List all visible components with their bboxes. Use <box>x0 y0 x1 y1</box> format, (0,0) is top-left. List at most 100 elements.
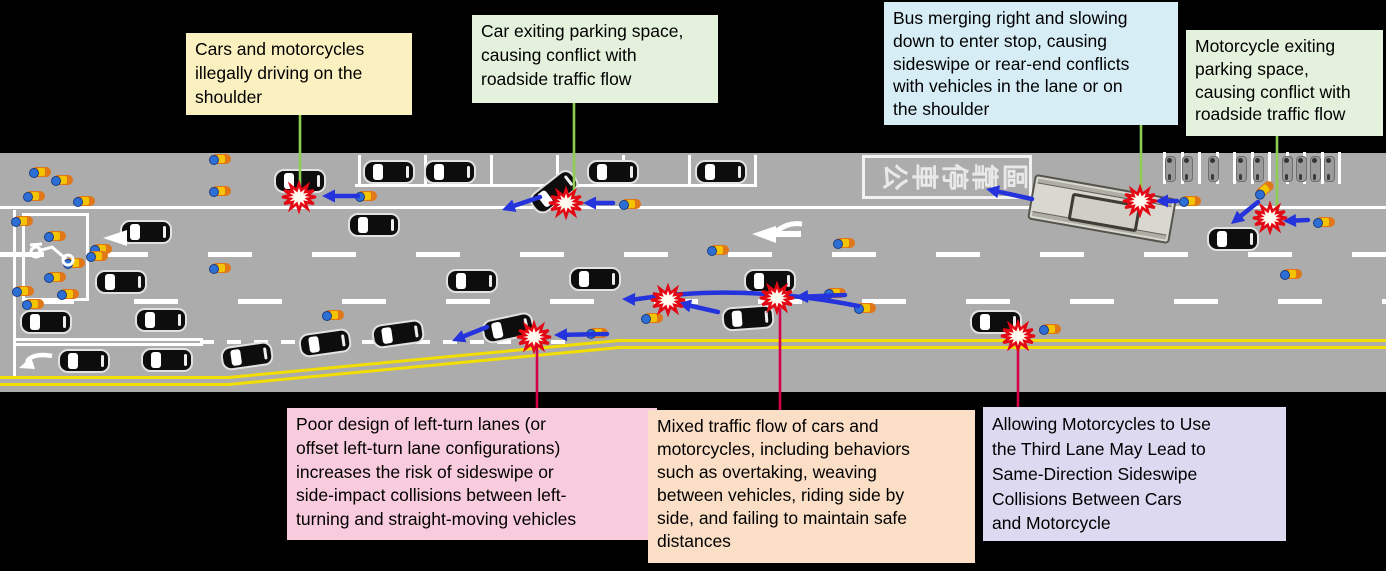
car-windshield <box>230 348 243 367</box>
bus-stop-zone-character: 公 <box>879 163 909 191</box>
car-windshield <box>284 173 294 189</box>
moto-parking-divider <box>1198 152 1201 184</box>
motorcycle-rider-helmet <box>1039 325 1049 335</box>
motorcycle <box>208 185 232 197</box>
parked-motorcycle <box>1309 156 1321 182</box>
car-windshield <box>1217 231 1227 247</box>
car-windshield <box>980 314 990 330</box>
motorcycle-rider-helmet <box>854 304 864 314</box>
car-rear-window <box>138 276 141 288</box>
motorcycle-tank <box>217 187 225 195</box>
car-windshield <box>490 321 504 340</box>
car <box>744 269 796 293</box>
car <box>569 267 621 291</box>
car-windshield <box>358 217 368 233</box>
motorcycle-rider-helmet <box>824 289 834 299</box>
car-rear-window <box>489 275 492 287</box>
motorcycle-tank <box>20 287 28 295</box>
motorcycle <box>354 190 378 202</box>
motorcycle <box>43 230 67 242</box>
car <box>20 310 72 334</box>
car-parking-divider <box>490 155 493 186</box>
motorcycle-rider-helmet <box>707 246 717 256</box>
bus-stop-zone-character: 區 <box>999 163 1029 191</box>
motorcycle-tank <box>65 290 73 298</box>
car-rear-window <box>413 325 419 338</box>
parked-motorcycle-head <box>1311 158 1317 163</box>
parked-motorcycle-wheel <box>1312 174 1316 180</box>
motorcycle-rider-helmet <box>63 259 73 269</box>
motorcycle-rider-helmet <box>1280 270 1290 280</box>
car <box>363 160 415 184</box>
motorcycle <box>72 195 96 207</box>
car-parking-divider <box>688 155 691 186</box>
car-windshield <box>456 273 466 289</box>
motorcycle-rider-helmet <box>619 200 629 210</box>
car-windshield <box>705 164 715 180</box>
motorcycle-tank <box>1187 197 1195 205</box>
motorcycle-tank <box>71 259 79 267</box>
motorcycle-rider-helmet <box>44 232 54 242</box>
car-rear-window <box>340 334 346 347</box>
car-rear-window <box>764 310 769 323</box>
parked-motorcycle-head <box>1166 158 1172 163</box>
parked-motorcycle-wheel <box>1255 174 1259 180</box>
center-line-yellow <box>0 376 230 386</box>
motorcycle-tank <box>37 168 45 176</box>
parked-motorcycle-wheel <box>1210 174 1214 180</box>
car-rear-window <box>63 316 66 328</box>
car-parking-divider <box>754 155 757 186</box>
motorcycle-tank <box>30 300 38 308</box>
car-rear-window <box>317 175 320 187</box>
motorcycle-rider-helmet <box>586 329 596 339</box>
motorcycle <box>56 288 80 300</box>
car-windshield <box>731 310 743 328</box>
motorcycle-rider-helmet <box>833 239 843 249</box>
lane-line-dashed <box>30 299 1386 304</box>
car <box>135 308 187 332</box>
callout-bus-merging: Bus merging right and slowing down to en… <box>884 2 1178 125</box>
parked-motorcycle <box>1164 156 1176 182</box>
car-windshield <box>597 164 607 180</box>
car-windshield <box>434 164 444 180</box>
car <box>424 160 476 184</box>
car-windshield <box>754 273 764 289</box>
car <box>348 213 400 237</box>
parked-motorcycle <box>1235 156 1247 182</box>
car-rear-window <box>738 166 741 178</box>
car-windshield <box>68 353 78 369</box>
center-line-yellow <box>616 339 1386 349</box>
car-rear-window <box>1250 233 1253 245</box>
callout-shoulder-driving: Cars and motorcycles illegally driving o… <box>186 33 412 115</box>
car-rear-window <box>523 317 529 331</box>
car-windshield <box>130 224 140 240</box>
motorcycle-rider-helmet <box>29 168 39 178</box>
motorcycle-rider-helmet <box>44 273 54 283</box>
parked-motorcycle-head <box>1254 158 1260 163</box>
car <box>120 220 172 244</box>
motorcycle <box>208 153 232 165</box>
motorcycle <box>706 244 730 256</box>
car-windshield <box>105 274 115 290</box>
car-rear-window <box>184 354 187 366</box>
motorcycle-tank <box>715 246 723 254</box>
moto-parking-divider <box>1233 152 1236 184</box>
motorcycle <box>618 198 642 210</box>
car-rear-window <box>163 226 166 238</box>
callout-motorcycle-exiting-parking: Motorcycle exiting parking space, causin… <box>1186 30 1383 136</box>
motorcycle-tank <box>19 217 27 225</box>
motorcycle <box>823 287 847 299</box>
car <box>721 304 775 332</box>
motorcycle-tank <box>1321 218 1329 226</box>
motorcycle-tank <box>627 200 635 208</box>
car-parking-divider <box>358 155 361 186</box>
motorcycle-rider-helmet <box>22 300 32 310</box>
parked-motorcycle <box>1295 156 1307 182</box>
car <box>446 269 498 293</box>
motorcycle <box>1178 195 1202 207</box>
car-windshield <box>536 189 555 209</box>
motorcycle <box>11 285 35 297</box>
car-rear-window <box>563 174 574 187</box>
car-windshield <box>308 335 321 354</box>
